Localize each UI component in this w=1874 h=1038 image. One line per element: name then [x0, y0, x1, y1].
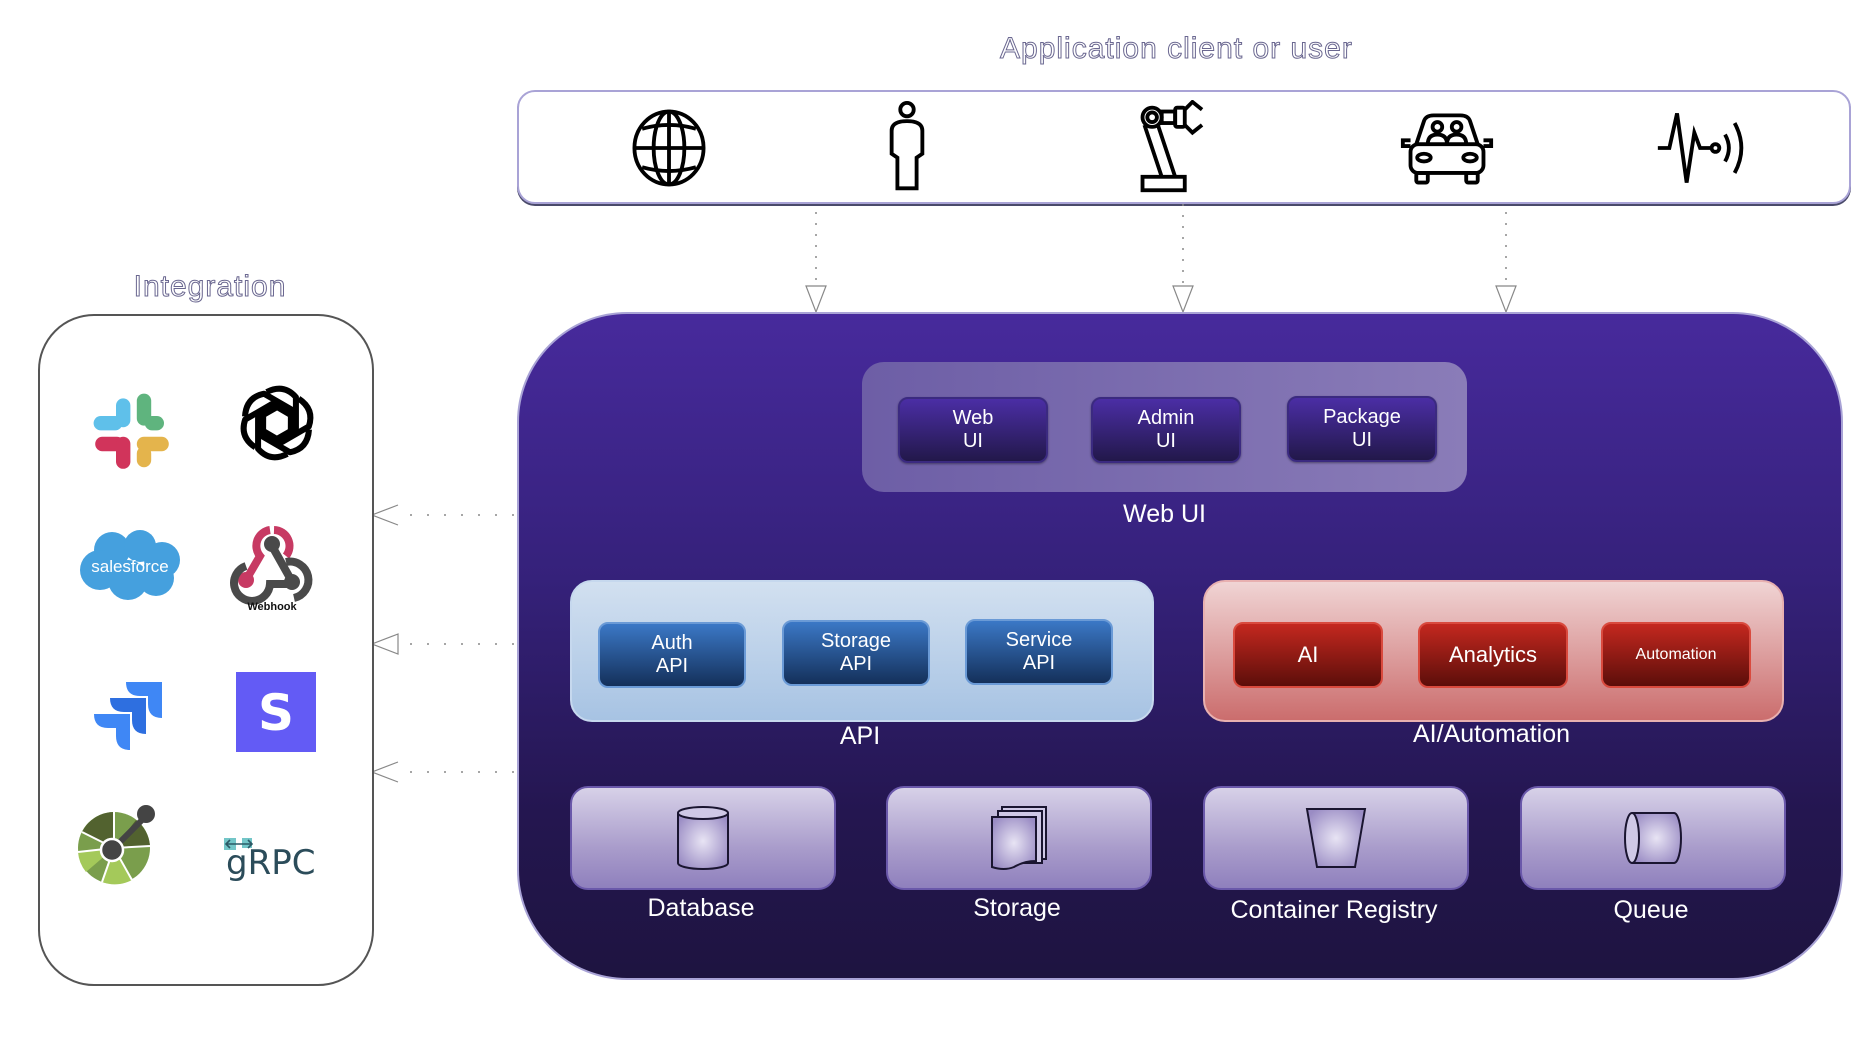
- arrowhead-left: [370, 633, 399, 655]
- queue-label: Queue: [1613, 896, 1689, 924]
- auth-api-service[interactable]: Auth API: [598, 622, 746, 688]
- integration-panel: salesforce Webhook S: [38, 314, 374, 986]
- api-group-label: API: [839, 722, 881, 750]
- webhook-icon: Webhook: [230, 522, 314, 613]
- grpc-label: gRPC: [226, 843, 315, 883]
- arrowhead-down: [805, 285, 827, 314]
- webhook-label: Webhook: [247, 601, 297, 612]
- container-registry-label: Container Registry: [1230, 896, 1438, 924]
- service-api-service[interactable]: Service API: [965, 619, 1113, 685]
- database-store[interactable]: [570, 786, 836, 890]
- jira-icon: [92, 680, 164, 752]
- api-group: Auth API Storage API Service API: [570, 580, 1154, 722]
- analytics-service[interactable]: Analytics: [1418, 622, 1568, 688]
- document-stack-icon: [991, 806, 1047, 870]
- storage-store[interactable]: [886, 786, 1152, 890]
- grpc-icon: gRPC: [222, 824, 332, 884]
- arrowhead-left: [370, 761, 399, 783]
- storage-api-service[interactable]: Storage API: [782, 620, 930, 686]
- clients-panel: [517, 90, 1851, 204]
- stripe-icon: S: [236, 672, 316, 752]
- arrowhead-down: [1495, 285, 1517, 314]
- webui-group: Web UI Admin UI Package UI: [862, 362, 1467, 492]
- stripe-label: S: [258, 684, 294, 742]
- container-registry-store[interactable]: [1203, 786, 1469, 890]
- car-icon: [1399, 100, 1495, 196]
- database-label: Database: [647, 894, 755, 922]
- globe-icon: [621, 100, 717, 196]
- admin-ui-service[interactable]: Admin UI: [1091, 397, 1241, 463]
- openai-icon: [234, 380, 320, 466]
- arrowhead-left: [370, 504, 399, 526]
- salesforce-icon: salesforce: [78, 528, 182, 602]
- automation-service[interactable]: Automation: [1601, 622, 1751, 688]
- ai-automation-group-label: AI/Automation: [1412, 720, 1571, 748]
- queue-store[interactable]: [1520, 786, 1786, 890]
- storage-label: Storage: [973, 894, 1061, 922]
- package-ui-service[interactable]: Package UI: [1287, 396, 1437, 462]
- signal-sensor-icon: [1654, 100, 1750, 196]
- database-cylinder-icon: [677, 806, 729, 870]
- queue-cylinder-icon: [1624, 812, 1682, 864]
- person-icon: [859, 100, 955, 196]
- webui-group-label: Web UI: [1123, 500, 1206, 528]
- openapi-icon: [76, 802, 160, 886]
- ai-automation-group: AI Analytics Automation: [1203, 580, 1784, 722]
- salesforce-label: salesforce: [91, 557, 168, 576]
- ai-service[interactable]: AI: [1233, 622, 1383, 688]
- container-bucket-icon: [1305, 808, 1367, 868]
- integration-title: Integration: [133, 270, 287, 304]
- slack-icon: [92, 392, 172, 472]
- robot-arm-icon: [1131, 99, 1227, 196]
- clients-title: Application client or user: [1000, 32, 1353, 66]
- web-ui-service[interactable]: Web UI: [898, 397, 1048, 463]
- arrowhead-down: [1172, 285, 1194, 314]
